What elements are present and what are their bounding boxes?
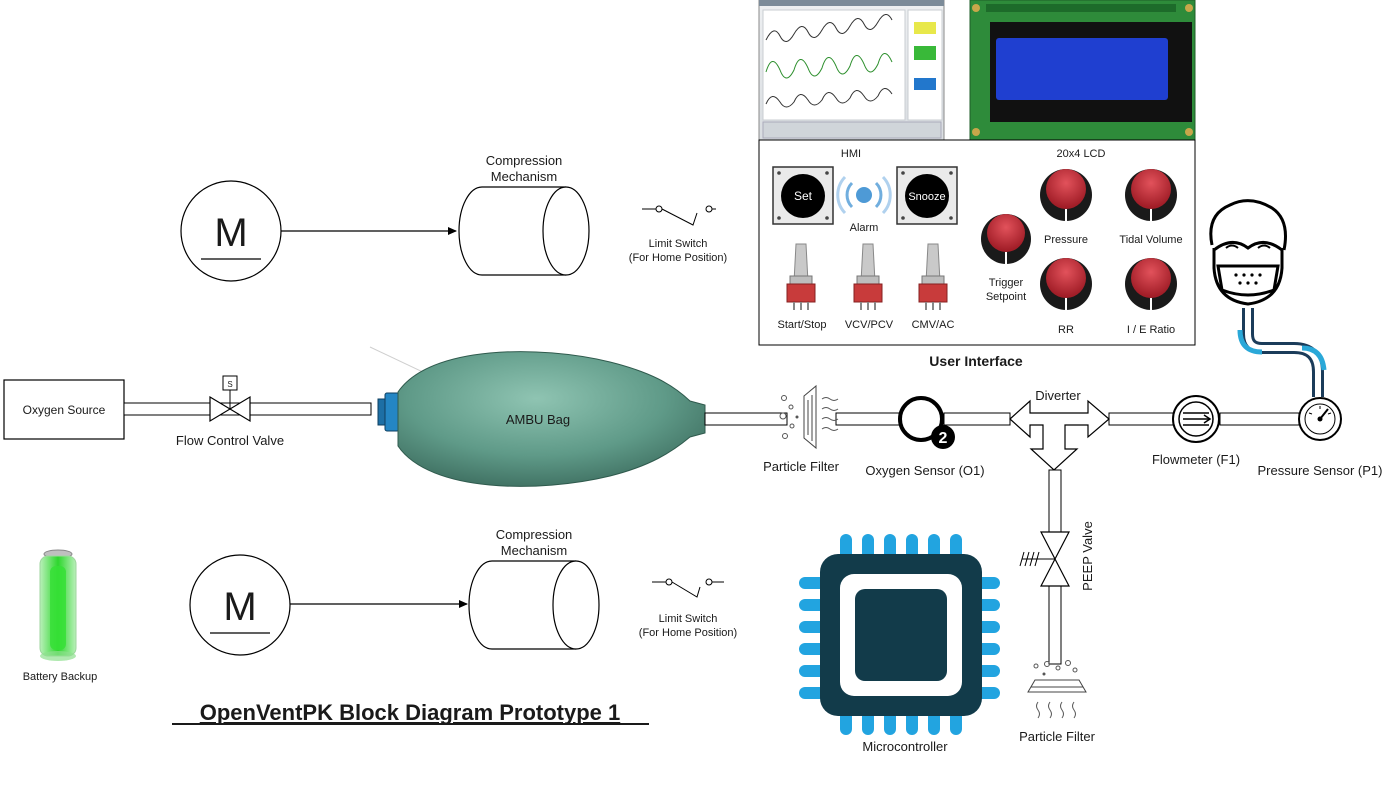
knob-label-trigger-1: Trigger — [989, 277, 1024, 289]
switch-label-vcv-pcv: VCV/PCV — [845, 319, 894, 331]
oxygen-source-label: Oxygen Source — [23, 403, 106, 417]
flow-control-valve-label: Flow Control Valve — [176, 433, 284, 448]
peep-valve-label: PEEP Valve — [1080, 521, 1095, 591]
battery-backup: Battery Backup — [23, 550, 98, 683]
pressure-sensor: Pressure Sensor (P1) — [1258, 398, 1383, 478]
knob-pressure[interactable]: Pressure — [1040, 169, 1092, 246]
bottom-limit-switch-label-2: (For Home Position) — [639, 627, 737, 639]
hmi-label: HMI — [841, 148, 861, 160]
diagram-title: OpenVentPK Block Diagram Prototype 1 — [200, 700, 621, 725]
bottom-limit-switch-label-1: Limit Switch — [659, 613, 718, 625]
top-compression-mechanism: Compression Mechanism — [459, 153, 589, 275]
oxygen-sensor-label: Oxygen Sensor (O1) — [865, 463, 984, 478]
knob-label-rr: RR — [1058, 324, 1074, 336]
knob-label-ie-ratio: I / E Ratio — [1127, 324, 1175, 336]
top-limit-switch: Limit Switch (For Home Position) — [629, 206, 727, 264]
knob-label-pressure: Pressure — [1044, 234, 1088, 246]
bottom-motor-label: M — [223, 585, 256, 629]
snooze-button[interactable]: Snooze — [897, 167, 957, 224]
user-interface-title: User Interface — [929, 353, 1023, 369]
particle-filter-1-label: Particle Filter — [763, 459, 840, 474]
top-limit-switch-label-1: Limit Switch — [649, 238, 708, 250]
top-compression-label-2: Mechanism — [491, 169, 557, 184]
knob-label-tidal-volume: Tidal Volume — [1119, 234, 1182, 246]
snooze-button-label: Snooze — [908, 191, 945, 203]
particle-filter-1: Particle Filter — [763, 386, 840, 474]
top-motor-label: M — [214, 211, 247, 255]
lcd-label: 20x4 LCD — [1057, 148, 1106, 160]
oxygen-sensor: 2 Oxygen Sensor (O1) — [865, 398, 984, 478]
set-button-label: Set — [794, 189, 813, 203]
microcontroller-chip: Microcontroller — [799, 534, 1000, 754]
bottom-limit-switch: Limit Switch (For Home Position) — [639, 579, 737, 639]
valve-solenoid-mark: S — [227, 380, 232, 389]
peep-valve: PEEP Valve — [1020, 521, 1095, 591]
diverter: Diverter — [1010, 388, 1109, 470]
particle-filter-2-label: Particle Filter — [1019, 729, 1096, 744]
top-compression-label-1: Compression — [486, 153, 563, 168]
particle-filter-2: Particle Filter — [1019, 661, 1096, 745]
oxygen-sensor-subscript: 2 — [939, 430, 948, 447]
lcd-module-image — [970, 0, 1195, 140]
bottom-compression-mechanism: Compression Mechanism — [469, 527, 599, 649]
microcontroller-label: Microcontroller — [862, 739, 948, 754]
oxygen-source-box: Oxygen Source — [4, 380, 124, 439]
knob-label-trigger-2: Setpoint — [986, 291, 1026, 303]
knob-ie-ratio[interactable]: I / E Ratio — [1125, 258, 1177, 336]
flowmeter-label: Flowmeter (F1) — [1152, 452, 1240, 467]
flowmeter: Flowmeter (F1) — [1152, 396, 1240, 467]
ventilator-monitor-image — [759, 0, 944, 140]
patient-icon — [1211, 201, 1324, 397]
switch-label-start-stop: Start/Stop — [778, 319, 827, 331]
diverter-label: Diverter — [1035, 388, 1081, 403]
ambu-bag-label: AMBU Bag — [506, 412, 570, 427]
bottom-compression-label-2: Mechanism — [501, 543, 567, 558]
alarm-label: Alarm — [850, 222, 879, 234]
switch-label-cmv-ac: CMV/AC — [912, 319, 955, 331]
battery-backup-label: Battery Backup — [23, 671, 98, 683]
top-limit-switch-label-2: (For Home Position) — [629, 252, 727, 264]
ambu-bag: AMBU Bag — [370, 347, 705, 486]
bottom-compression-label-1: Compression — [496, 527, 573, 542]
pressure-sensor-label: Pressure Sensor (P1) — [1258, 463, 1383, 478]
top-motor: M — [181, 181, 281, 281]
set-button[interactable]: Set — [773, 167, 833, 224]
bottom-motor: M — [190, 555, 290, 655]
